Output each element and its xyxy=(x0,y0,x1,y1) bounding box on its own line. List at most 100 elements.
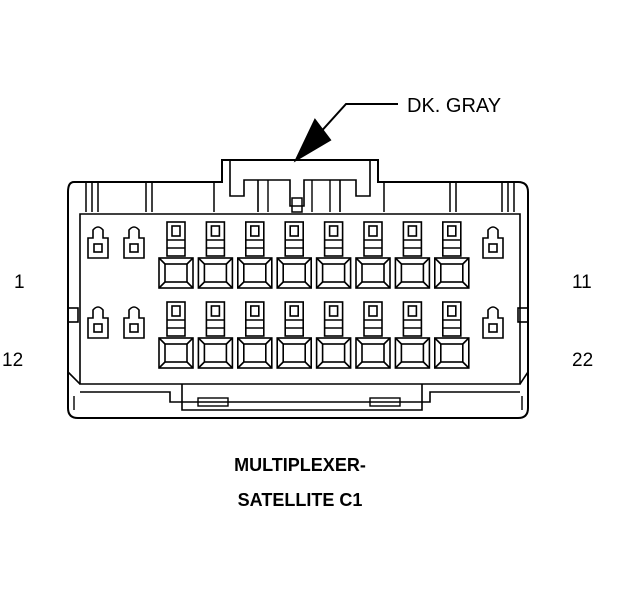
cavity-inner xyxy=(400,343,425,363)
cavity-inner xyxy=(439,263,464,283)
cavity-bevel xyxy=(394,337,402,345)
cavity-bevel xyxy=(383,281,391,289)
square-cavity xyxy=(315,221,352,289)
cavity-bevel xyxy=(158,257,166,265)
wire-color-label: DK. GRAY xyxy=(407,95,501,117)
small-cavity-outline xyxy=(482,306,504,339)
cavity-bevel xyxy=(197,337,205,345)
terminal-window xyxy=(407,225,418,237)
cavity-bevel xyxy=(225,257,233,265)
cavity-outer xyxy=(158,337,194,369)
cavity-outer xyxy=(433,337,470,369)
terminal-stem xyxy=(166,301,186,337)
cavity-inner xyxy=(439,343,464,363)
small-cavity xyxy=(123,226,145,259)
cavity-bevel xyxy=(344,257,352,265)
cavity-bevel xyxy=(316,257,324,265)
small-cavity xyxy=(87,306,109,339)
cavity-bevel xyxy=(344,361,352,369)
terminal-stem xyxy=(323,221,344,257)
terminal-window xyxy=(289,305,300,317)
square-cavity xyxy=(237,301,273,369)
small-cavity-window xyxy=(488,243,498,253)
cavity-bevel xyxy=(422,257,430,265)
terminal-window xyxy=(446,225,457,237)
square-cavity xyxy=(276,221,313,289)
terminal-window xyxy=(171,305,181,317)
cavity-bevel xyxy=(276,257,284,265)
terminal-window xyxy=(171,225,181,237)
cavity-bevel xyxy=(316,281,324,289)
cavity-inner xyxy=(321,343,346,363)
cavity-bevel xyxy=(237,361,245,369)
cavity-outer xyxy=(237,337,273,369)
small-cavity-outline xyxy=(87,306,109,339)
square-cavity xyxy=(276,301,313,369)
cavity-inner xyxy=(203,263,228,283)
pin-number-1: 1 xyxy=(14,272,25,293)
small-cavity-window xyxy=(93,243,103,253)
cavity-bevel xyxy=(355,257,363,265)
pin-number-12: 12 xyxy=(2,350,23,371)
cavity-bevel xyxy=(158,281,166,289)
small-cavity-outline xyxy=(482,226,504,259)
cavity-outer xyxy=(394,257,431,289)
small-cavity xyxy=(123,306,145,339)
cavity-outer xyxy=(433,257,470,289)
terminal-window xyxy=(289,225,300,237)
terminal-window xyxy=(446,305,457,317)
cavity-inner xyxy=(164,263,188,283)
small-cavity xyxy=(87,226,109,259)
square-cavity xyxy=(158,301,194,369)
terminal-stem xyxy=(284,301,305,337)
cavity-bevel xyxy=(237,337,245,345)
cavity-bevel xyxy=(394,361,402,369)
terminal-stem xyxy=(205,221,226,257)
cavity-outer xyxy=(197,257,234,289)
color-callout xyxy=(293,103,398,163)
cavity-inner xyxy=(361,263,385,283)
cavity-outer xyxy=(276,257,313,289)
small-cavity-window xyxy=(93,323,103,333)
cavity-bevel xyxy=(186,257,194,265)
cavity-outer xyxy=(197,337,234,369)
connector-housing xyxy=(67,159,529,419)
cavity-bevel xyxy=(276,281,284,289)
callout-arrowhead xyxy=(293,118,332,163)
cavity-bevel xyxy=(344,281,352,289)
cavity-bevel xyxy=(462,257,470,265)
square-cavity xyxy=(433,301,470,369)
cavity-bevel xyxy=(422,337,430,345)
terminal-window xyxy=(407,305,418,317)
cavity-outer xyxy=(237,257,273,289)
cavity-inner xyxy=(203,343,228,363)
cavity-bevel xyxy=(355,281,363,289)
cavity-bevel xyxy=(316,337,324,345)
cavity-bevel xyxy=(434,361,442,369)
small-cavity-window xyxy=(488,323,498,333)
terminal-stem xyxy=(245,221,265,257)
cavity-outer xyxy=(355,257,391,289)
cavity-bevel xyxy=(265,337,273,345)
cavity-outer xyxy=(276,337,313,369)
connector-cavities xyxy=(87,221,504,369)
pin-number-11: 11 xyxy=(572,272,592,293)
terminal-stem xyxy=(363,301,383,337)
connector-latch xyxy=(229,160,371,212)
cavity-bevel xyxy=(304,257,312,265)
square-cavity xyxy=(433,221,470,289)
square-cavity xyxy=(394,301,431,369)
cavity-bevel xyxy=(434,281,442,289)
cavity-bevel xyxy=(394,281,402,289)
square-cavity xyxy=(355,221,391,289)
terminal-stem xyxy=(441,221,462,257)
cavity-bevel xyxy=(394,257,402,265)
cavity-inner xyxy=(282,343,307,363)
terminal-stem xyxy=(166,221,186,257)
cavity-outer xyxy=(315,257,352,289)
cavity-bevel xyxy=(276,361,284,369)
cavity-bevel xyxy=(186,361,194,369)
cavity-bevel xyxy=(265,281,273,289)
terminal-stem xyxy=(363,221,383,257)
